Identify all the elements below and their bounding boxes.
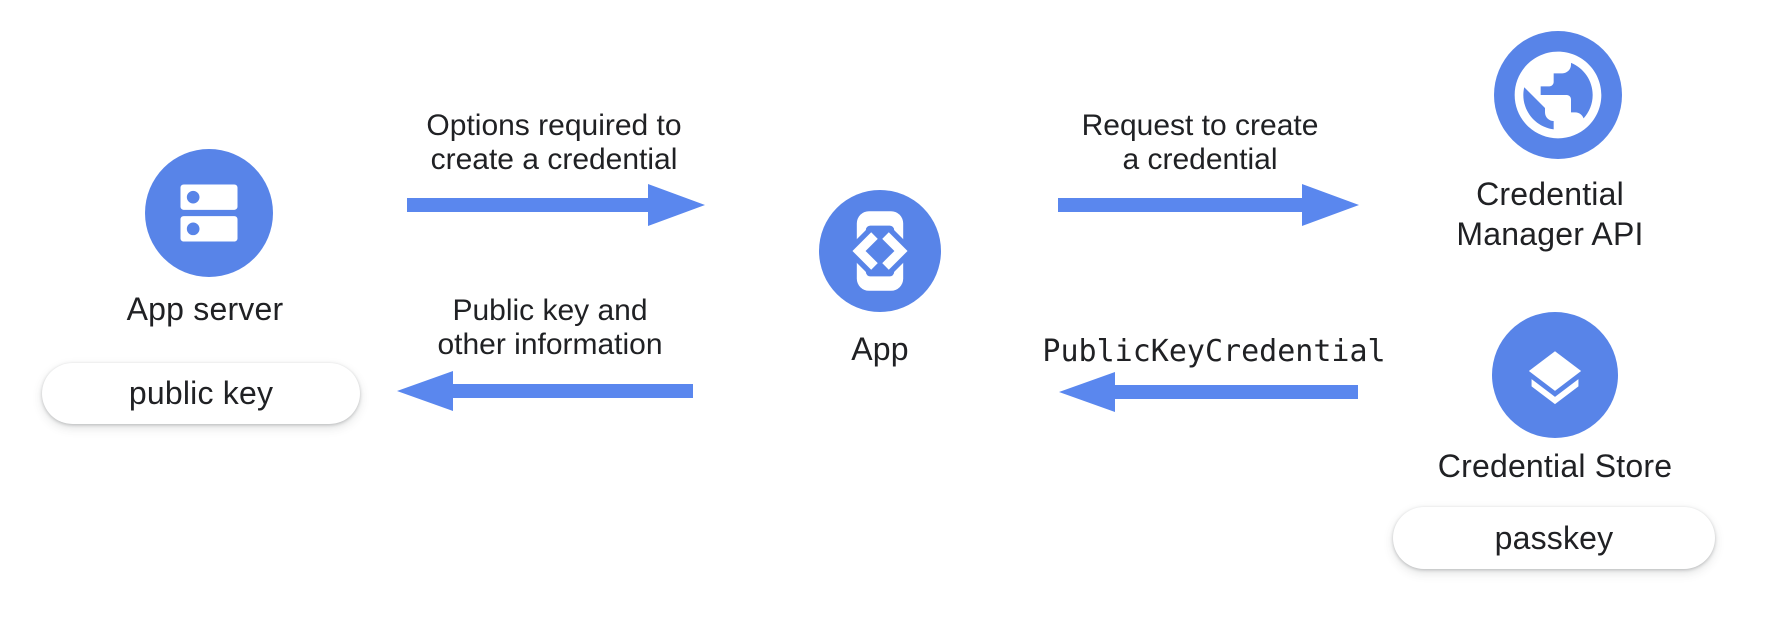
arrow-label-publickeycredential: PublicKeyCredential: [1042, 334, 1386, 369]
passkey-pill-label: passkey: [1494, 519, 1614, 556]
arrow-request-head-right-icon: [1302, 184, 1359, 226]
app-label: App: [851, 331, 909, 367]
credential-store-label: Credential Store: [1437, 448, 1673, 484]
arrow-label-public-key: Public key and other information: [437, 294, 663, 361]
passkey-pill: passkey: [1393, 507, 1715, 569]
app-node: [819, 190, 941, 312]
arrow-pkc-head-left-icon: [1059, 372, 1115, 412]
public-key-pill-label: public key: [128, 375, 274, 411]
arrow-options-head-right-icon: [648, 184, 705, 226]
credential-manager-node: [1494, 31, 1622, 159]
arrow-options-shaft: [407, 198, 650, 212]
arrow-publickey-head-left-icon: [397, 371, 453, 411]
arrow-publickey-shaft: [453, 384, 693, 398]
arrow-label-request: Request to create a credential: [1081, 109, 1319, 176]
app-server-label: App server: [126, 291, 284, 327]
credential-manager-label: Credential Manager API: [1456, 176, 1644, 252]
server-icon: [171, 175, 247, 251]
arrow-label-options: Options required to create a credential: [426, 109, 682, 176]
app-server-node: [145, 149, 273, 277]
arrow-pkc-shaft: [1115, 385, 1358, 399]
public-key-pill: public key: [42, 363, 360, 424]
phone-code-icon: [827, 198, 933, 304]
layers-icon: [1517, 337, 1593, 413]
credential-store-node: [1492, 312, 1618, 438]
arrow-request-shaft: [1058, 198, 1304, 212]
globe-icon: [1506, 43, 1610, 147]
